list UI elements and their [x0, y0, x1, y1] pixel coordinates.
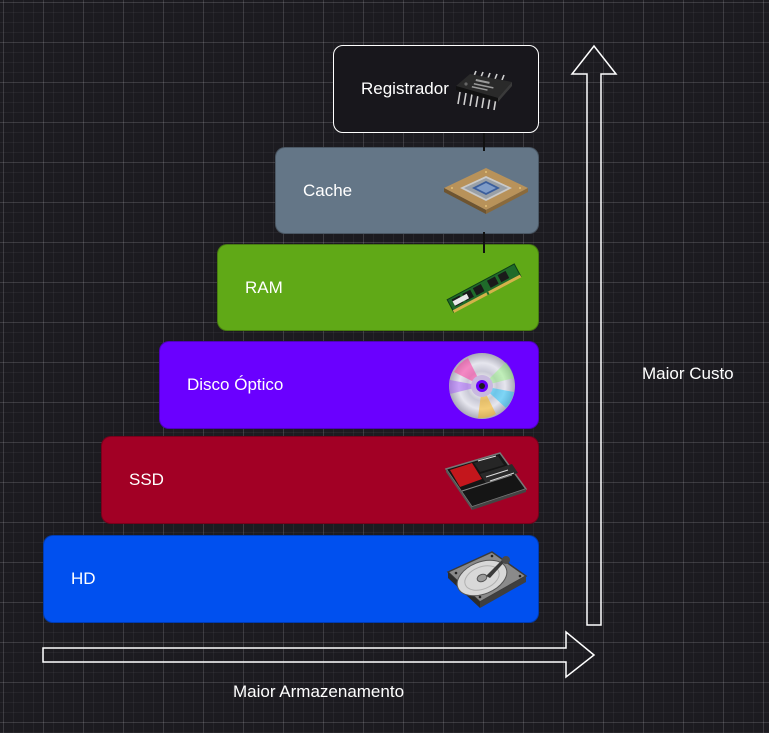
- connector-cache-ram: [483, 232, 485, 253]
- tier-label-hd: HD: [71, 569, 96, 588]
- tier-optico: Disco Óptico: [159, 341, 539, 429]
- tier-label-registrador: Registrador: [361, 79, 449, 98]
- tier-label-optico: Disco Óptico: [187, 375, 284, 394]
- tier-ram: RAM: [217, 244, 539, 331]
- tier-label-cache: Cache: [303, 180, 353, 200]
- ram-module-icon: [446, 263, 522, 313]
- ssd-icon: [444, 452, 528, 510]
- tier-ssd: SSD: [101, 436, 539, 524]
- tier-label-ssd: SSD: [129, 470, 164, 489]
- axis-label-cost: Maior Custo: [642, 364, 734, 383]
- arrow-right-icon: [42, 630, 596, 679]
- tier-registrador: Registrador: [333, 45, 539, 133]
- hard-disk-icon: [446, 551, 528, 608]
- optical-disc-icon: [449, 353, 515, 419]
- connector-registrador-cache: [483, 133, 485, 151]
- arrow-up-icon: [570, 44, 618, 626]
- cpu-icon: [444, 168, 528, 214]
- tier-cache: Cache: [275, 147, 539, 234]
- axis-label-storage: Maior Armazenamento: [233, 682, 405, 701]
- chip-icon: [456, 70, 512, 111]
- tier-label-ram: RAM: [245, 277, 283, 297]
- tier-hd: HD: [43, 535, 539, 623]
